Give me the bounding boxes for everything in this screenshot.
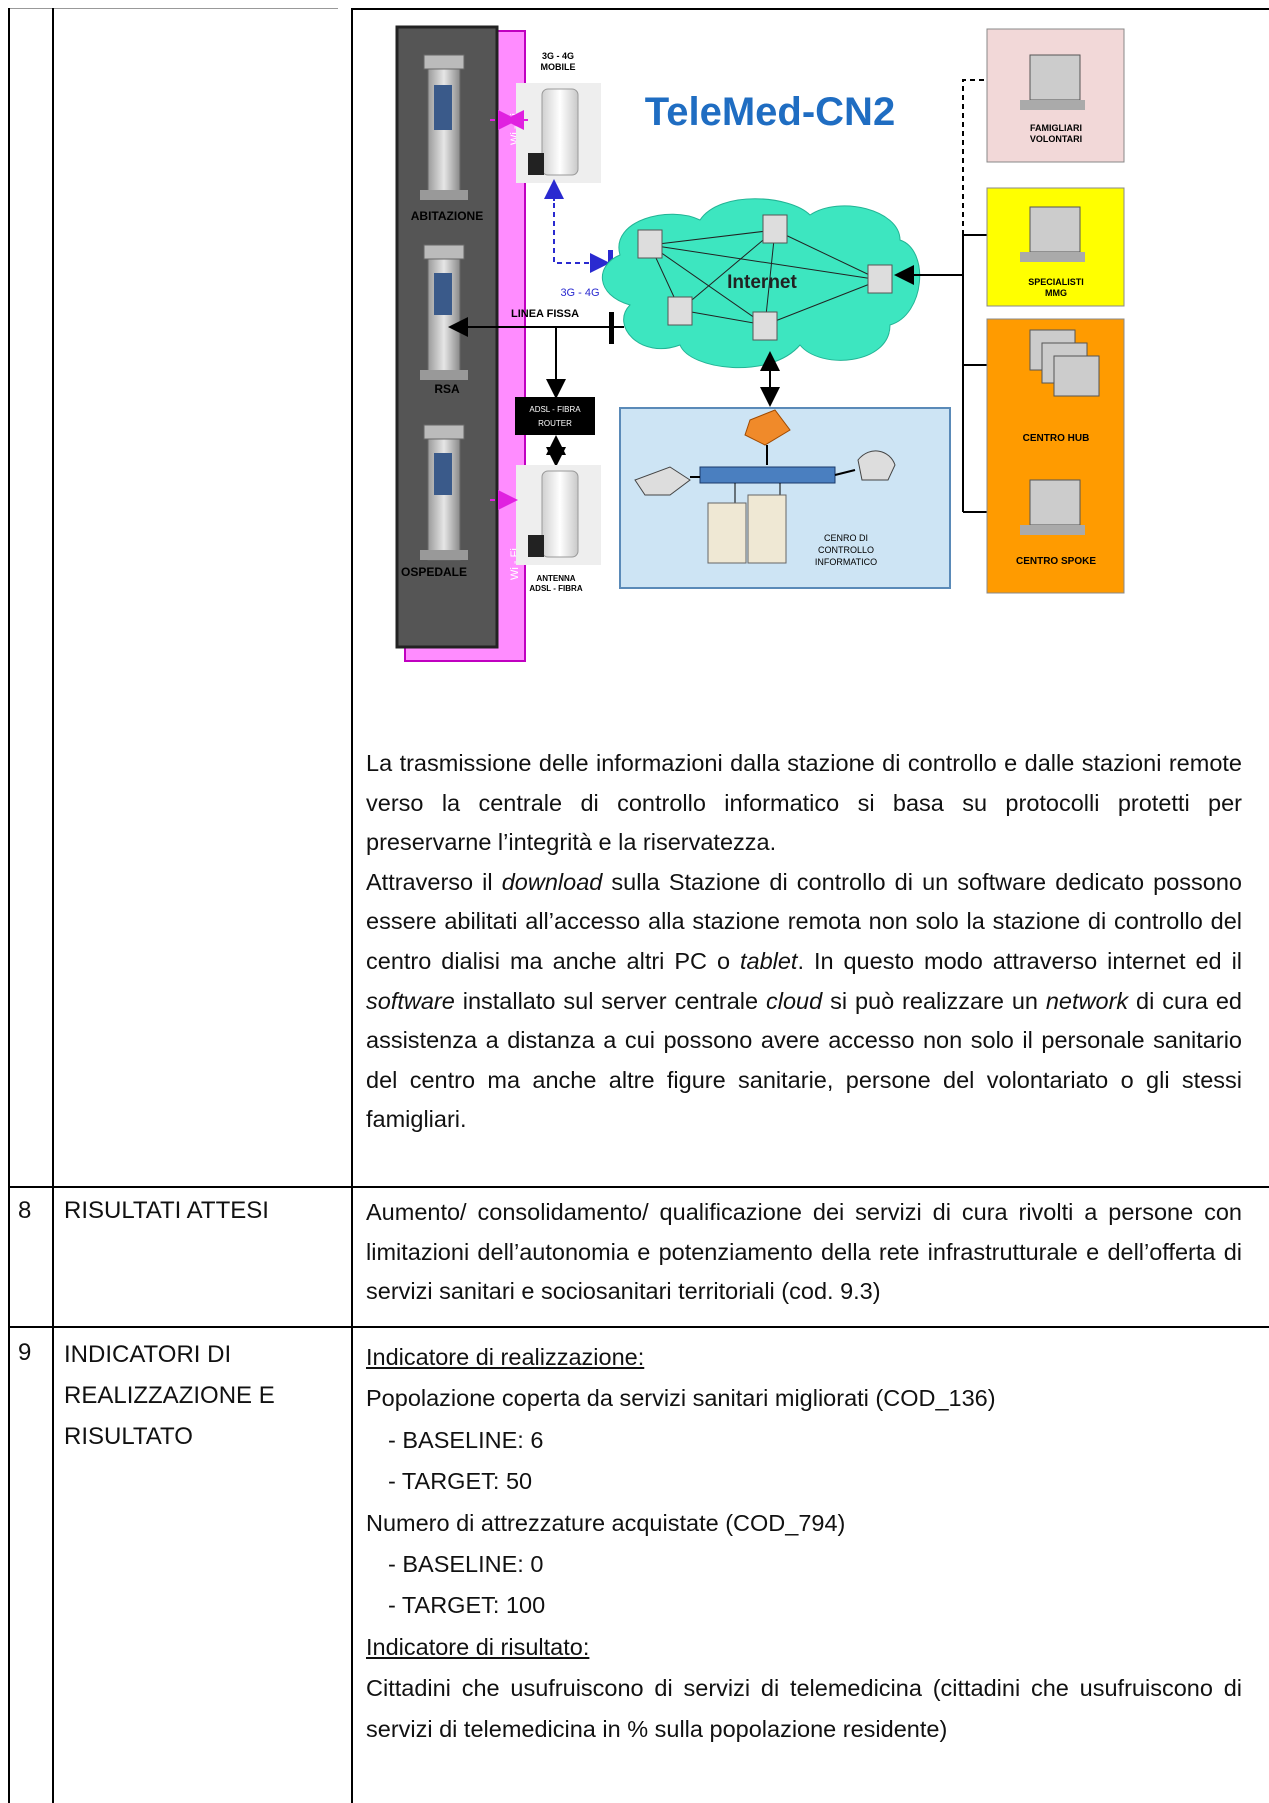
table-left-border — [8, 8, 10, 1803]
spoke-label: CENTRO SPOKE — [1016, 556, 1096, 567]
row-divider-9 — [8, 1326, 1269, 1328]
indicator-cod136: Popolazione coperta da servizi sanitari … — [366, 1385, 996, 1412]
family-box — [986, 28, 1125, 163]
locations-panel: Wi - Fi Wi - Fi ABITAZIONE RSA OSPEDALE — [395, 25, 526, 662]
mobile-link-label: 3G - 4G — [560, 287, 599, 299]
row-divider-8 — [8, 1186, 1269, 1188]
hub-label: CENTRO HUB — [1023, 433, 1090, 444]
control-center-label-2: CONTROLLO — [818, 545, 874, 555]
router-label-1: ADSL - FIBRA — [529, 405, 581, 414]
family-label-1: FAMIGLIARI — [1030, 123, 1082, 133]
description-p1: La trasmissione delle informazioni dalla… — [366, 750, 1242, 856]
control-center-label-1: CENRO DI — [824, 533, 868, 543]
column-divider-1 — [52, 8, 54, 1803]
indicator-cod794: Numero di attrezzature acquistate (COD_7… — [366, 1509, 846, 1536]
kiosk-ospedale — [420, 424, 468, 561]
internet-cloud — [602, 198, 921, 369]
control-center-label-3: INFORMATICO — [815, 557, 877, 567]
location-label-ospedale: OSPEDALE — [401, 565, 467, 579]
kiosk-rsa — [420, 244, 468, 380]
specialists-label-1: SPECIALISTI — [1028, 277, 1084, 287]
table-top-border — [351, 8, 1269, 10]
location-label-rsa: RSA — [434, 382, 460, 396]
adsl-router-box — [515, 397, 595, 435]
description-paragraph: La trasmissione delle informazioni dalla… — [366, 744, 1242, 1140]
description-p2: Attraverso il download sulla Stazione di… — [366, 868, 1243, 1133]
control-center — [619, 407, 951, 589]
hub-spoke-box — [986, 318, 1125, 594]
diagram-title: TeleMed-CN2 — [645, 90, 895, 134]
row-number-8: 8 — [18, 1197, 32, 1224]
risultato-heading: Indicatore di risultato: — [366, 1633, 590, 1660]
column-divider-2 — [351, 8, 353, 1803]
antenna-label-1: ANTENNA — [536, 574, 575, 583]
specialists-label-2: MMG — [1045, 288, 1067, 298]
mobile-label-2: MOBILE — [541, 62, 576, 72]
router-label-2: ROUTER — [538, 419, 572, 428]
antenna-label-2: ADSL - FIBRA — [529, 584, 582, 593]
fixed-line-label: LINEA FISSA — [511, 308, 579, 320]
risultati-attesi-text: Aumento/ consolidamento/ qualificazione … — [366, 1199, 1242, 1305]
realizzazione-heading: Indicatore di realizzazione: — [366, 1344, 645, 1370]
risultato-text: Cittadini che usufruiscono di servizi di… — [366, 1675, 1242, 1743]
row-label-indicatori: INDICATORI DI REALIZZAZIONE E RISULTATO — [64, 1341, 275, 1450]
indicatori-content: Indicatore di realizzazione: Popolazione… — [366, 1337, 1242, 1750]
antenna-adsl — [516, 465, 601, 565]
indicator-cod794-target: - TARGET: 100 — [388, 1592, 546, 1619]
table-top-border-left — [8, 8, 338, 9]
indicator-cod794-baseline: - BASELINE: 0 — [388, 1551, 544, 1578]
location-label-abitazione: ABITAZIONE — [411, 209, 483, 223]
family-label-2: VOLONTARI — [1030, 134, 1082, 144]
specialists-box — [986, 187, 1125, 307]
row-label-risultati-attesi: RISULTATI ATTESI — [64, 1197, 269, 1224]
indicator-cod136-baseline: - BASELINE: 6 — [388, 1426, 544, 1453]
indicator-cod136-target: - TARGET: 50 — [388, 1468, 533, 1495]
kiosk-abitazione — [420, 54, 468, 200]
row-number-9: 9 — [18, 1339, 32, 1366]
mobile-router — [516, 83, 601, 183]
internet-label: Internet — [727, 272, 797, 293]
mobile-label-1: 3G - 4G — [542, 51, 574, 61]
telemed-network-diagram: Wi - Fi Wi - Fi ABITAZIONE RSA OSPEDALE … — [395, 25, 1125, 662]
